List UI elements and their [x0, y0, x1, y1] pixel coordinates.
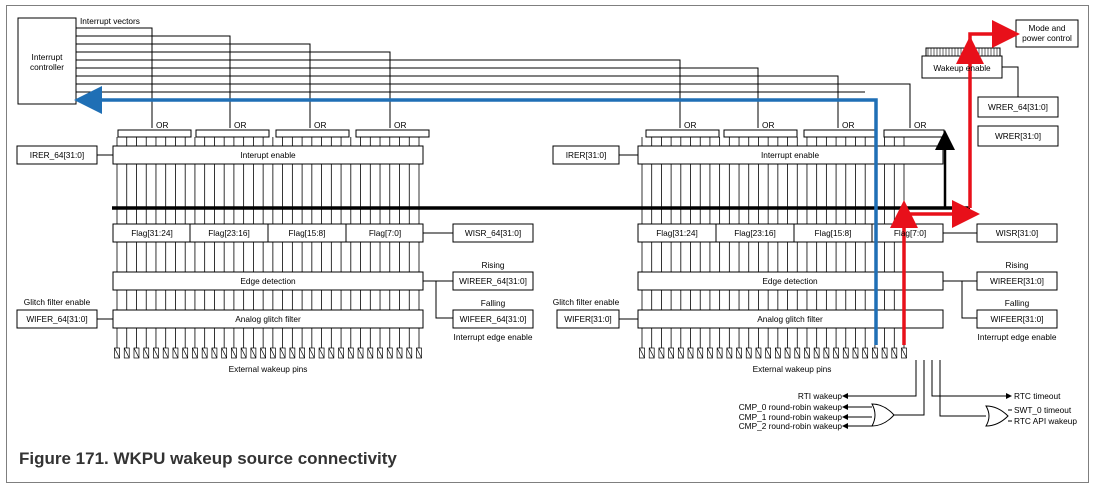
left-wifeer-label: WIFEER_64[31:0] — [460, 314, 527, 324]
right-wisr-label: WISR[31:0] — [996, 228, 1038, 238]
blue-wakeup-path — [74, 86, 878, 345]
left-flag-label: Flag[15:8] — [289, 228, 326, 238]
right-flag-label: Flag[7:0] — [894, 228, 926, 238]
left-wifeer-box — [452, 309, 534, 329]
right-wireer-label: WIREER[31:0] — [990, 276, 1044, 286]
right-edge-detection-label: Edge detection — [762, 276, 818, 286]
mode-power-label-2: power control — [1022, 33, 1072, 43]
left-wisr-label: WISR_64[31:0] — [465, 228, 521, 238]
wrer-label: WRER[31:0] — [995, 131, 1041, 141]
right-irer-label: IRER[31:0] — [566, 150, 607, 160]
left-flag-label: Flag[23:16] — [208, 228, 250, 238]
right-flag-label: Flag[31:24] — [656, 228, 698, 238]
right-analog-glitch-label: Analog glitch filter — [757, 314, 823, 324]
wakeup-enable-label: Wakeup enable — [933, 63, 991, 73]
left-glitch-enable-label: Glitch filter enable — [24, 297, 91, 307]
left-wireer-label: WIREER_64[31:0] — [459, 276, 527, 286]
left-int-edge-enable-label: Interrupt edge enable — [454, 332, 533, 342]
right-int-edge-enable-label: Interrupt edge enable — [978, 332, 1057, 342]
interrupt-controller-box — [17, 17, 77, 105]
or-label: OR — [156, 120, 168, 130]
or-label: OR — [762, 120, 774, 130]
left-edge-detection-label: Edge detection — [240, 276, 296, 286]
or-label: OR — [684, 120, 696, 130]
left-flag-label: Flag[31:24] — [131, 228, 173, 238]
swt0-label: SWT_0 timeout — [1014, 405, 1072, 415]
left-analog-glitch-label: Analog glitch filter — [235, 314, 301, 324]
right-interrupt-enable-label: Interrupt enable — [761, 150, 820, 160]
right-rising-label: Rising — [1005, 260, 1028, 270]
cmp2-label: CMP_2 round-robin wakeup — [739, 421, 843, 431]
right-glitch-enable-label: Glitch filter enable — [553, 297, 620, 307]
rti-wakeup-label: RTI wakeup — [798, 391, 843, 401]
right-wifeer-label: WIFEER[31:0] — [990, 314, 1043, 324]
mode-power-box — [1015, 19, 1079, 48]
figure-frame — [6, 5, 1089, 483]
rtc-timeout-label: RTC timeout — [1014, 391, 1061, 401]
or-label: OR — [314, 120, 326, 130]
left-wifer-label: WIFER_64[31:0] — [26, 314, 87, 324]
left-ext-pins-label: External wakeup pins — [229, 364, 308, 374]
interrupt-vectors-label: Interrupt vectors — [80, 16, 140, 26]
right-wifeer-box — [976, 309, 1058, 329]
mode-power-label-1: Mode and — [1029, 23, 1066, 33]
cmp0-label: CMP_0 round-robin wakeup — [739, 402, 843, 412]
left-interrupt-enable-label: Interupt enable — [240, 150, 296, 160]
cmp1-label: CMP_1 round-robin wakeup — [739, 412, 843, 422]
or-label: OR — [234, 120, 246, 130]
left-rising-label: Rising — [481, 260, 504, 270]
left-irer-label: IRER_64[31:0] — [30, 150, 84, 160]
left-falling-label: Falling — [481, 298, 506, 308]
rtc-api-label: RTC API wakeup — [1014, 416, 1077, 426]
interrupt-controller-label-1: Interrupt — [32, 52, 64, 62]
right-wifer-label: WIFER[31:0] — [564, 314, 612, 324]
figure-caption: Figure 171. WKPU wakeup source connectiv… — [19, 449, 397, 468]
right-falling-label: Falling — [1005, 298, 1030, 308]
left-flag-label: Flag[7:0] — [369, 228, 401, 238]
or-label: OR — [394, 120, 406, 130]
right-flag-label: Flag[23:16] — [734, 228, 776, 238]
wrer64-label: WRER_64[31:0] — [988, 102, 1048, 112]
interrupt-controller-label-2: controller — [30, 62, 64, 72]
wrer-box — [977, 125, 1059, 147]
right-flag-label: Flag[15:8] — [815, 228, 852, 238]
or-label: OR — [842, 120, 854, 130]
right-ext-pins-label: External wakeup pins — [753, 364, 832, 374]
or-label: OR — [914, 120, 926, 130]
